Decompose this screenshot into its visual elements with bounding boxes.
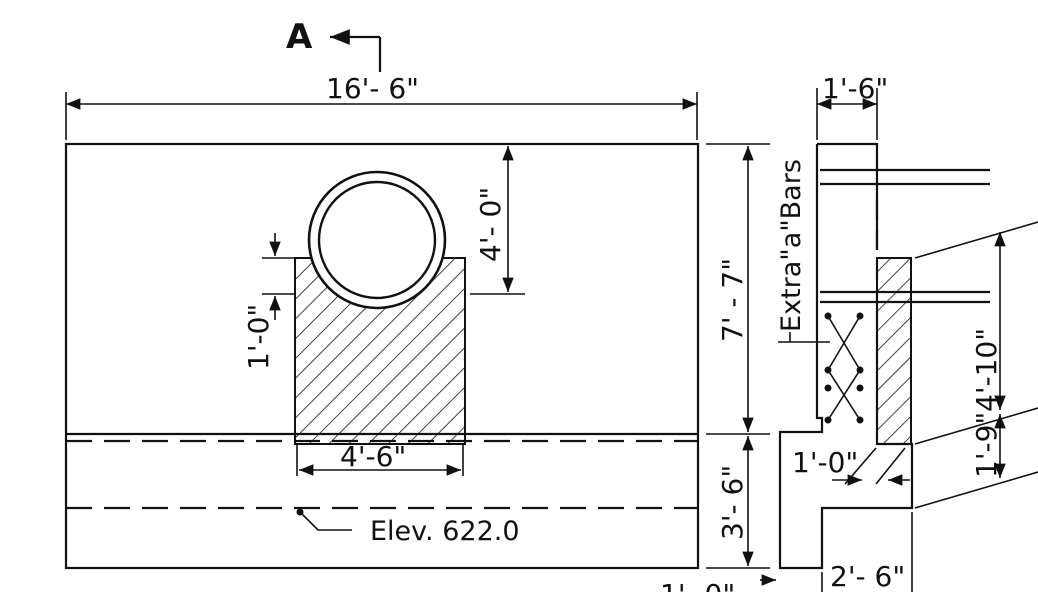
wall-outline [64,142,700,570]
elevation-view: 4'- 0" 1'-0" 4'-6" Elev. 622.0 [64,142,700,570]
extra-bars-label: Extra"a"Bars [776,159,807,332]
elevation-label: Elev. 622.0 [370,516,520,547]
overall-width-dimension: 16'- 6" [65,72,698,140]
section-label: A [286,17,313,57]
haunch-height-label: 4'-10" [970,328,1003,412]
opening-width-label: 4'-6" [340,440,406,473]
total-height-label: 7' - 7" [716,258,749,342]
opening-offset-label: 1'-0" [242,304,275,370]
section-view: 1'-6" Extra"a"Bars [776,72,1038,592]
opening-depth-label: 4'- 0" [474,187,507,262]
lower-height-label: 3'- 6" [716,465,749,540]
ledge-height-label: 1'-9" [970,412,1003,478]
section-arrow: A [286,17,382,72]
pipe-inner [317,180,437,300]
bottom-partial-label: 1'- 0" [660,578,735,592]
overall-width-label: 16'- 6" [326,72,419,105]
ledge-width-label: 1'-0" [792,446,858,479]
footing-width-label: 2'- 6" [830,560,905,592]
section-hatch [876,257,912,445]
wall-thickness-label: 1'-6" [822,72,888,105]
reinforcement-bars [778,312,864,424]
height-dimensions: 7' - 7" 3'- 6" 1'- 0" [660,143,776,592]
